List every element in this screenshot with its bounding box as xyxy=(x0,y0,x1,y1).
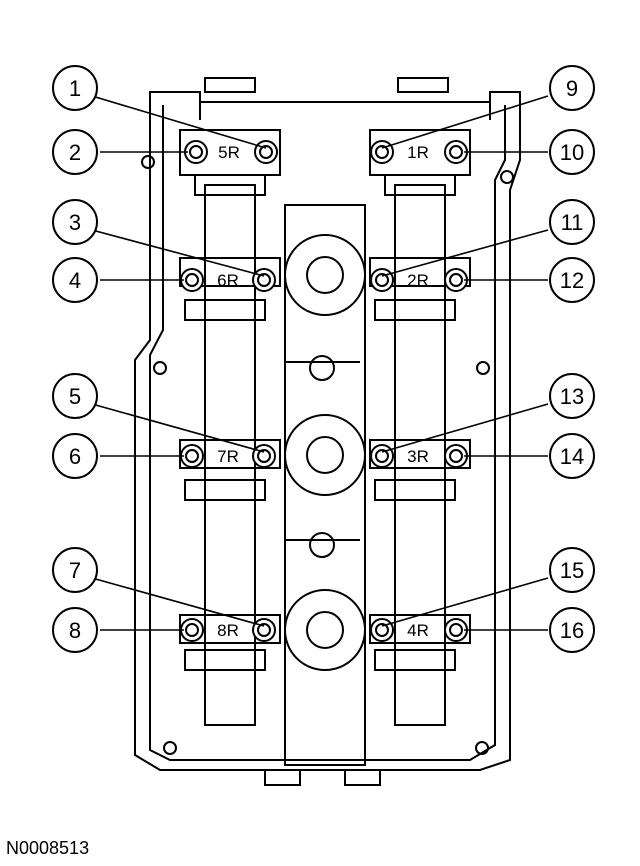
bolt-9 xyxy=(370,140,394,164)
callout-2: 2 xyxy=(69,140,81,165)
callout-circle-16 xyxy=(549,607,595,653)
callout-circle-3 xyxy=(52,199,98,245)
callout-circle-13 xyxy=(549,373,595,419)
bolt-5 xyxy=(252,444,276,468)
cap-label-7R: 7R xyxy=(217,447,239,466)
bolt-1 xyxy=(254,140,278,164)
callout-circle-2 xyxy=(52,129,98,175)
callout-circle-1 xyxy=(52,65,98,111)
cylinder-head-outline xyxy=(134,91,521,771)
callout-circle-4 xyxy=(52,257,98,303)
callout-circle-15 xyxy=(549,547,595,593)
bolt-4 xyxy=(180,268,204,292)
bolt-8 xyxy=(180,618,204,642)
callout-16: 16 xyxy=(560,618,584,643)
callout-11: 11 xyxy=(561,210,584,235)
bolt-3 xyxy=(252,268,276,292)
bolt-16 xyxy=(444,618,468,642)
callout-7: 7 xyxy=(69,558,81,583)
callout-circle-9 xyxy=(549,65,595,111)
callout-14: 14 xyxy=(560,444,584,469)
bolt-7 xyxy=(252,618,276,642)
callout-12: 12 xyxy=(560,268,584,293)
callout-circle-11 xyxy=(549,199,595,245)
callout-4: 4 xyxy=(69,268,81,293)
callout-15: 15 xyxy=(560,558,584,583)
callout-circle-12 xyxy=(549,257,595,303)
bolt-10 xyxy=(444,140,468,164)
cap-label-4R: 4R xyxy=(407,621,429,640)
callout-13: 13 xyxy=(560,384,584,409)
bolt-15 xyxy=(370,618,394,642)
cap-label-2R: 2R xyxy=(407,271,429,290)
callout-circle-14 xyxy=(549,433,595,479)
bolt-11 xyxy=(370,268,394,292)
bolt-6 xyxy=(180,444,204,468)
bolt-14 xyxy=(444,444,468,468)
callout-8: 8 xyxy=(69,618,81,643)
callout-circle-8 xyxy=(52,607,98,653)
bolt-12 xyxy=(444,268,468,292)
cap-label-5R: 5R xyxy=(218,143,240,162)
callout-circle-10 xyxy=(549,129,595,175)
callout-9: 9 xyxy=(566,76,578,101)
callout-circle-6 xyxy=(52,433,98,479)
bolt-2 xyxy=(184,140,208,164)
callout-6: 6 xyxy=(69,444,81,469)
cap-label-8R: 8R xyxy=(217,621,239,640)
callout-circle-7 xyxy=(52,547,98,593)
callout-3: 3 xyxy=(69,210,81,235)
bolt-13 xyxy=(370,444,394,468)
callout-circle-5 xyxy=(52,373,98,419)
callout-1: 1 xyxy=(69,76,81,101)
cap-label-1R: 1R xyxy=(407,143,429,162)
callout-5: 5 xyxy=(69,384,81,409)
cap-label-6R: 6R xyxy=(217,271,239,290)
figure-id: N0008513 xyxy=(6,838,90,858)
callout-10: 10 xyxy=(560,140,584,165)
cap-label-3R: 3R xyxy=(407,447,429,466)
